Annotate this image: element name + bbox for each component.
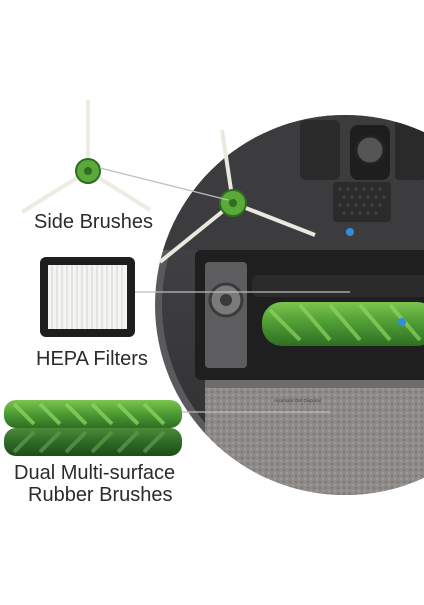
robot-print-text: Automatic Dirt Disposal bbox=[274, 398, 321, 403]
label-hepa-filters: HEPA Filters bbox=[36, 348, 148, 370]
side-brush-on-robot bbox=[158, 129, 316, 264]
pointer-dot-filter bbox=[346, 228, 354, 236]
hepa-filter-product bbox=[40, 257, 135, 337]
pointer-dot-brush bbox=[398, 318, 406, 326]
side-brush-product bbox=[20, 100, 152, 214]
label-dual-line2: Rubber Brushes bbox=[28, 484, 173, 506]
robot-vacuum-underside: Automatic Dirt Disposal bbox=[155, 115, 424, 495]
label-dual-line1: Dual Multi-surface bbox=[14, 462, 176, 484]
label-side-brushes: Side Brushes bbox=[34, 211, 153, 233]
rubber-brushes-product bbox=[4, 400, 182, 456]
callout-lines bbox=[99, 167, 350, 413]
